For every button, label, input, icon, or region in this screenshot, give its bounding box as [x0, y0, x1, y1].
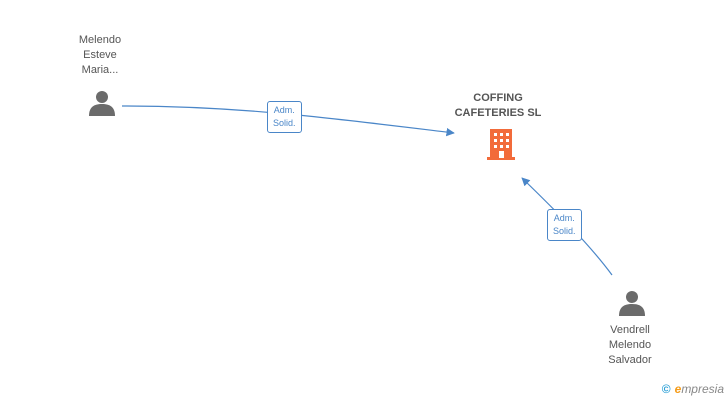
- company-name-line-1: COFFING: [473, 92, 523, 104]
- edge-1-label-line-2: Solid.: [273, 118, 296, 128]
- edge-2-label-line-1: Adm.: [553, 213, 575, 223]
- company-name-line-2: CAFETERIES SL: [454, 107, 542, 119]
- edge-1-label-line-1: Adm.: [273, 105, 295, 115]
- company-name[interactable]: COFFING CAFETERIES SL: [438, 91, 558, 121]
- brand-e: e: [674, 382, 682, 396]
- person-1-name-line-1: Melendo: [78, 34, 122, 46]
- edge-label-2[interactable]: Adm. Solid.: [547, 209, 582, 241]
- edge-label-1[interactable]: Adm. Solid.: [267, 101, 302, 133]
- person-1-name-line-2: Esteve: [83, 49, 117, 61]
- empresia-watermark: ©empresia: [662, 382, 724, 396]
- person-icon[interactable]: [87, 88, 117, 118]
- brand-rest: mpresia: [681, 382, 724, 396]
- person-2-name-line-1: Vendrell: [610, 324, 650, 336]
- copyright-icon: ©: [661, 382, 671, 396]
- person-2-name-line-2: Melendo: [608, 339, 652, 351]
- person-icon[interactable]: [617, 288, 647, 318]
- edge-2-label-line-2: Solid.: [553, 226, 576, 236]
- building-icon[interactable]: [485, 127, 517, 161]
- person-node-1-name[interactable]: Melendo Esteve Maria...: [55, 33, 145, 78]
- person-1-name-line-3: Maria...: [81, 64, 119, 76]
- person-2-name-line-3: Salvador: [608, 354, 652, 366]
- person-node-2-name[interactable]: Vendrell Melendo Salvador: [585, 323, 675, 368]
